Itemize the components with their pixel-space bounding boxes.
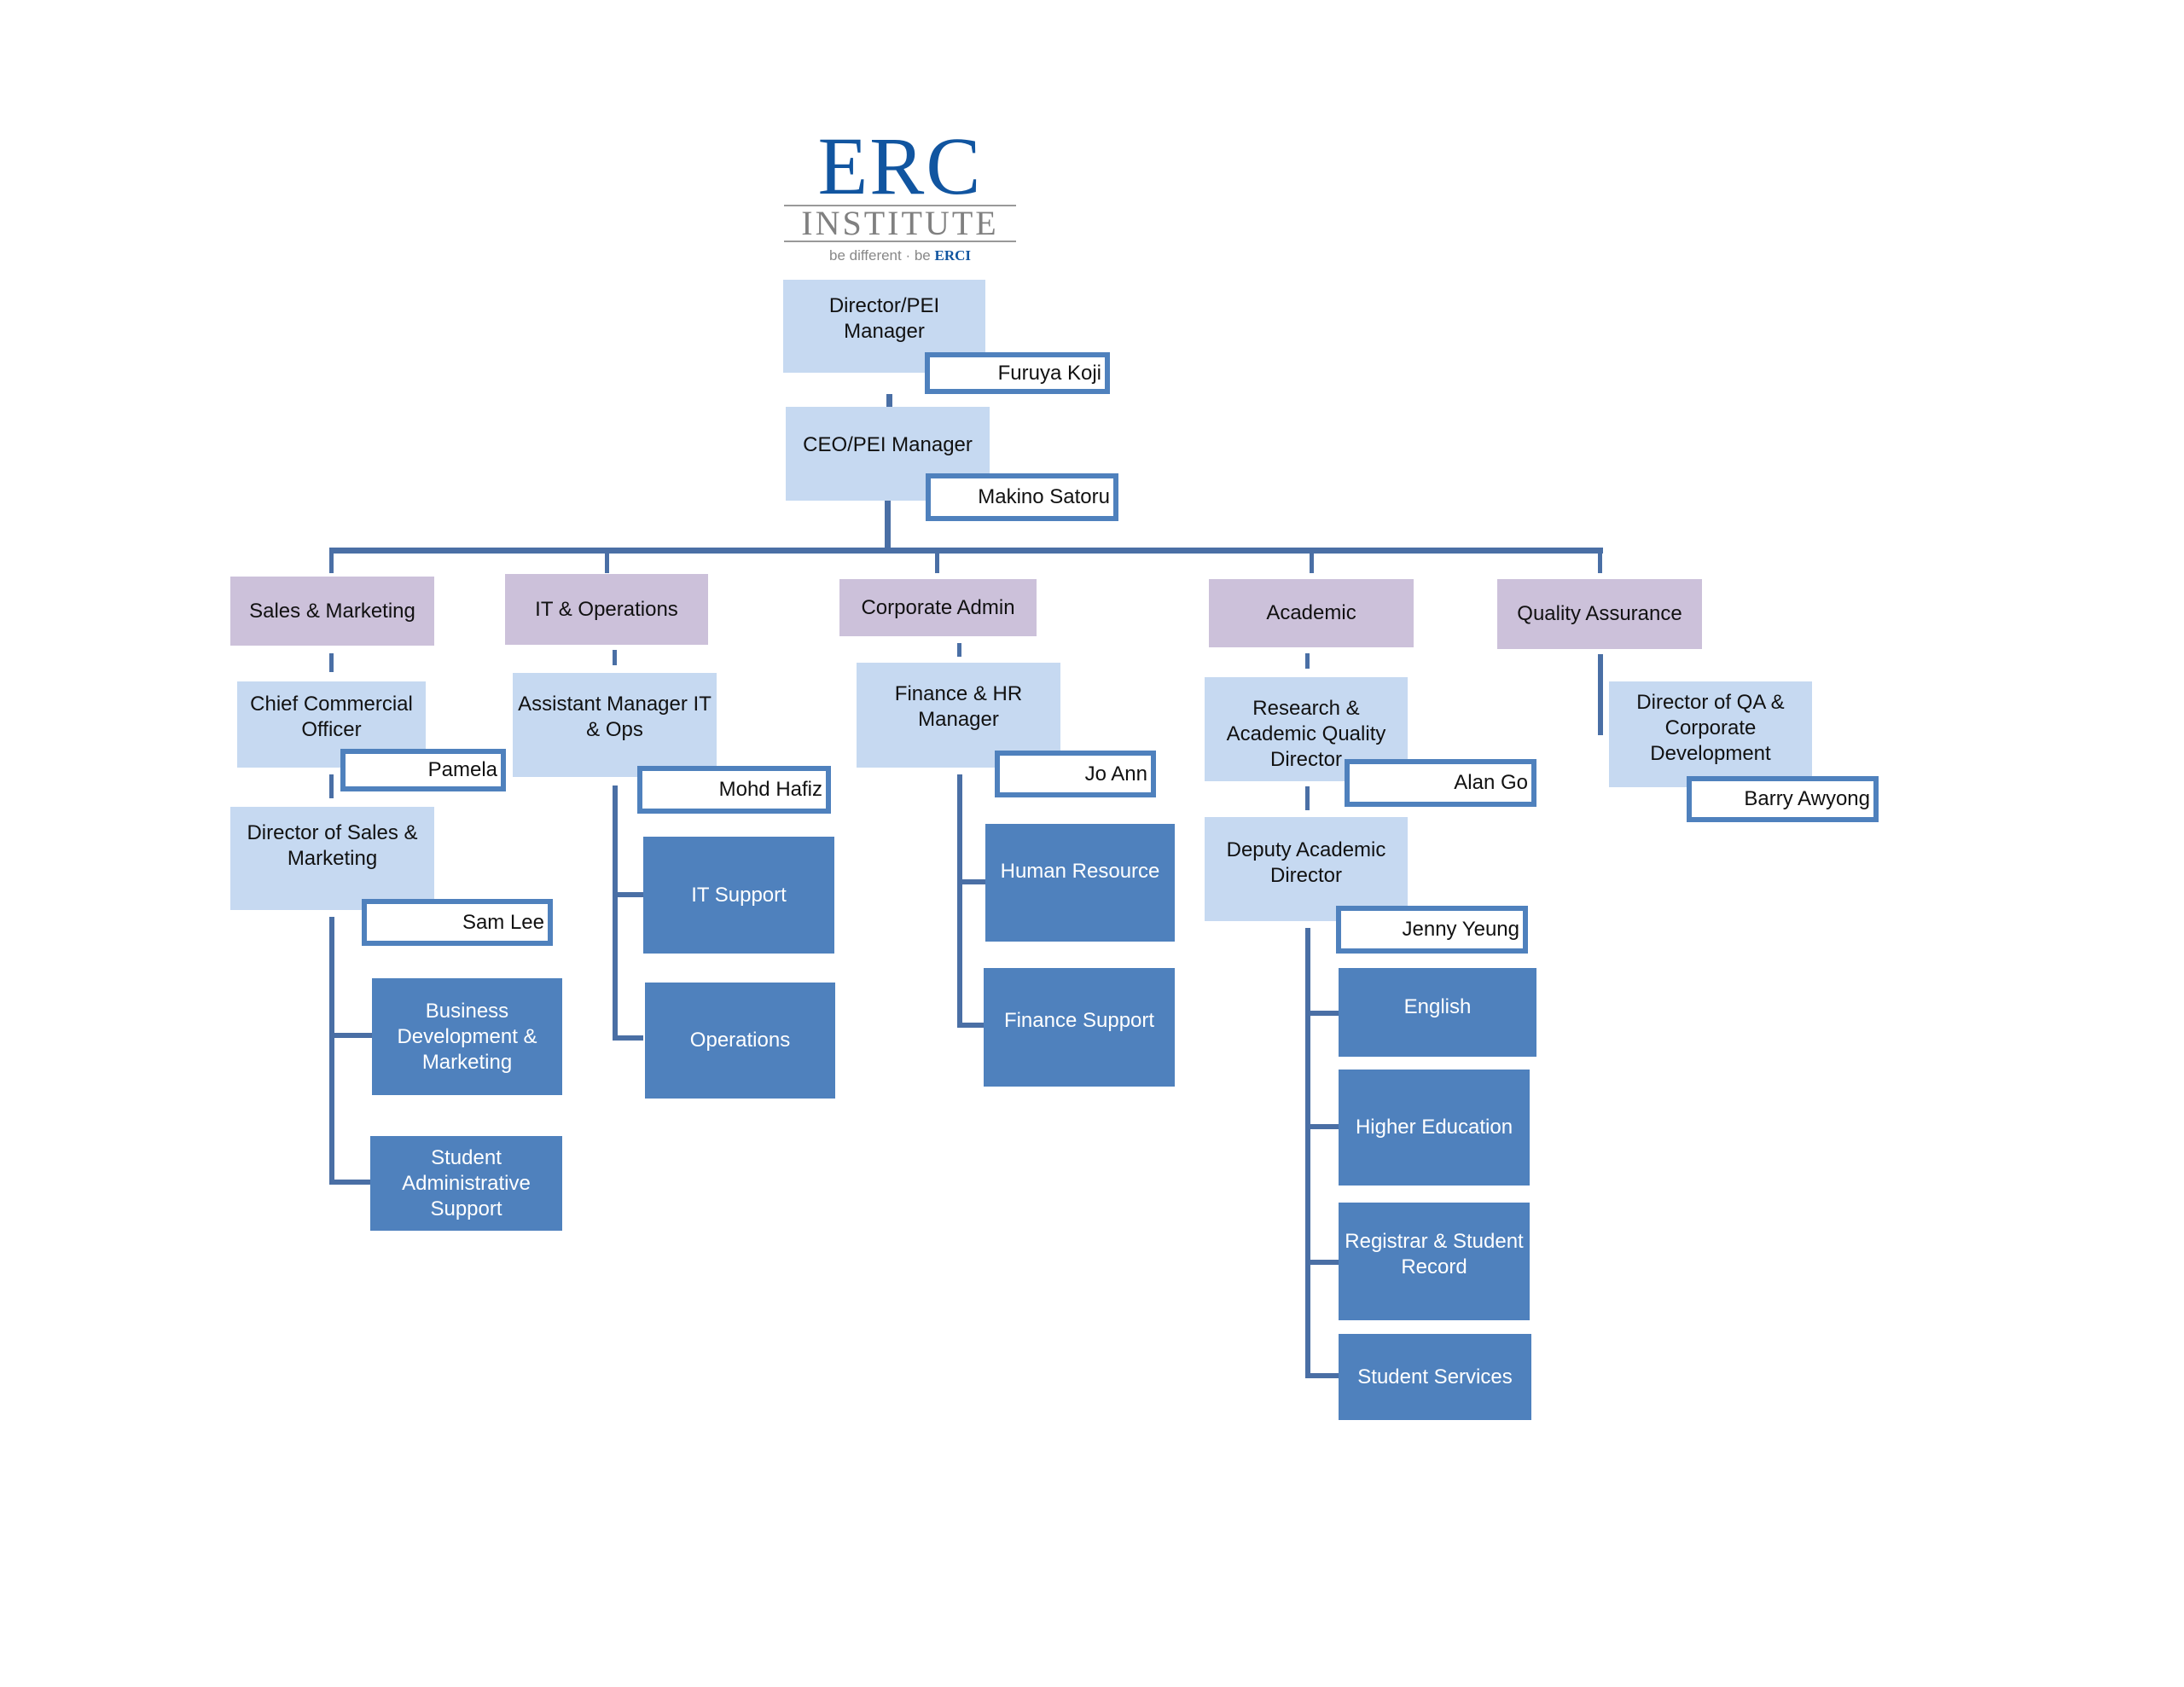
connector (1310, 548, 1314, 573)
logo-sub: INSTITUTE (784, 205, 1016, 242)
dept-academic: Academic (1209, 579, 1414, 647)
name-sam-lee: Sam Lee (362, 899, 553, 946)
connector (1305, 1373, 1339, 1378)
connector (613, 786, 618, 1041)
connector (613, 650, 617, 665)
unit-english: English (1339, 968, 1536, 1057)
unit-operations: Operations (645, 983, 835, 1099)
dept-it-operations: IT & Operations (505, 574, 708, 645)
name-mohd-hafiz: Mohd Hafiz (637, 766, 831, 814)
name-furuya-koji: Furuya Koji (925, 352, 1110, 394)
role-director-qa-corporate-development: Director of QA & Corporate Development (1609, 681, 1812, 787)
name-makino-satoru: Makino Satoru (926, 473, 1118, 521)
connector (1305, 1011, 1339, 1016)
logo-main: ERC (817, 120, 983, 212)
connector (329, 917, 334, 1185)
connector (886, 394, 892, 409)
dept-corporate-admin: Corporate Admin (839, 579, 1037, 636)
role-finance-hr-manager: Finance & HR Manager (857, 663, 1060, 768)
erc-institute-logo: ERC INSTITUTE be different · be ERCI (781, 120, 1019, 269)
unit-finance-support: Finance Support (984, 968, 1175, 1087)
connector (957, 1023, 985, 1028)
unit-student-administrative-support: Student Administrative Support (370, 1136, 562, 1231)
connector (957, 879, 985, 884)
connector (329, 548, 334, 573)
unit-it-support: IT Support (643, 837, 834, 954)
name-jenny-yeung: Jenny Yeung (1336, 906, 1528, 954)
name-alan-go: Alan Go (1345, 759, 1536, 807)
connector (1305, 786, 1310, 810)
unit-registrar-student-record: Registrar & Student Record (1339, 1203, 1530, 1320)
name-barry-awyong: Barry Awyong (1687, 776, 1879, 822)
connector (957, 643, 961, 657)
connector (605, 548, 609, 573)
name-pamela: Pamela (340, 749, 506, 791)
unit-student-services: Student Services (1339, 1334, 1531, 1420)
connector (329, 1033, 372, 1038)
role-director-sales-marketing: Director of Sales & Marketing (230, 807, 434, 910)
dept-quality-assurance: Quality Assurance (1497, 579, 1702, 649)
connector (957, 774, 962, 1028)
connector (613, 1035, 643, 1041)
dept-sales-marketing: Sales & Marketing (230, 577, 434, 646)
connector (613, 892, 643, 897)
connector (1305, 1124, 1339, 1129)
unit-human-resource: Human Resource (985, 824, 1175, 942)
connector (1305, 928, 1310, 1378)
connector (935, 548, 939, 573)
connector (329, 653, 334, 672)
logo-tagline: be different · be ERCI (828, 247, 972, 264)
connector (1598, 654, 1603, 735)
role-assistant-manager-it-ops: Assistant Manager IT & Ops (513, 673, 717, 777)
name-jo-ann: Jo Ann (995, 751, 1156, 797)
role-deputy-academic-director: Deputy Academic Director (1205, 817, 1408, 921)
connector (885, 501, 891, 554)
connector (1305, 1260, 1339, 1265)
connector (329, 774, 334, 798)
role-research-academic-quality-director: Research & Academic Quality Director (1205, 677, 1408, 781)
unit-higher-education: Higher Education (1339, 1070, 1530, 1186)
connector (1305, 653, 1310, 669)
connector (329, 1180, 372, 1185)
connector (329, 548, 1603, 554)
unit-business-development-marketing: Business Development & Marketing (372, 978, 562, 1095)
connector (1598, 548, 1602, 573)
